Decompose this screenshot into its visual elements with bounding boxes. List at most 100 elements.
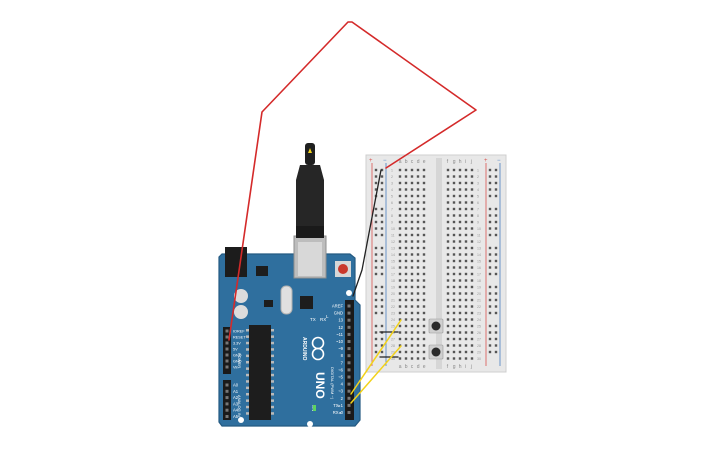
breadboard-hole[interactable] xyxy=(398,311,402,315)
header-hole[interactable] xyxy=(347,318,351,322)
breadboard-hole[interactable] xyxy=(422,233,426,237)
breadboard-hole[interactable] xyxy=(422,220,426,224)
breadboard-hole[interactable] xyxy=(422,253,426,256)
breadboard-hole[interactable] xyxy=(416,175,420,178)
rail-hole[interactable] xyxy=(488,292,492,295)
breadboard-hole[interactable] xyxy=(464,266,468,269)
breadboard-hole[interactable] xyxy=(398,324,402,328)
header-hole[interactable] xyxy=(347,389,351,393)
rail-hole[interactable] xyxy=(374,246,378,250)
rail-hole[interactable] xyxy=(380,214,384,217)
breadboard-hole[interactable] xyxy=(464,175,468,178)
rail-hole[interactable] xyxy=(494,233,498,237)
rail-hole[interactable] xyxy=(494,253,498,256)
breadboard-hole[interactable] xyxy=(416,331,420,334)
breadboard-hole[interactable] xyxy=(422,285,426,289)
breadboard-hole[interactable] xyxy=(398,227,402,230)
breadboard-hole[interactable] xyxy=(464,188,468,191)
breadboard-hole[interactable] xyxy=(398,357,402,360)
rail-hole[interactable] xyxy=(488,331,492,334)
breadboard-hole[interactable] xyxy=(398,350,402,354)
breadboard-hole[interactable] xyxy=(458,266,462,269)
breadboard-hole[interactable] xyxy=(446,201,450,204)
breadboard-hole[interactable] xyxy=(398,344,402,347)
breadboard-hole[interactable] xyxy=(416,357,420,360)
breadboard-hole[interactable] xyxy=(470,253,474,256)
rail-hole[interactable] xyxy=(494,266,498,269)
breadboard-hole[interactable] xyxy=(422,350,426,354)
breadboard-hole[interactable] xyxy=(398,220,402,224)
breadboard-hole[interactable] xyxy=(452,201,456,204)
breadboard-hole[interactable] xyxy=(422,337,426,341)
breadboard-hole[interactable] xyxy=(416,285,420,289)
analog-header[interactable] xyxy=(223,380,231,420)
breadboard-hole[interactable] xyxy=(410,318,414,321)
breadboard-hole[interactable] xyxy=(470,344,474,347)
breadboard-hole[interactable] xyxy=(404,266,408,269)
rail-hole[interactable] xyxy=(488,305,492,308)
breadboard-hole[interactable] xyxy=(410,305,414,308)
breadboard-hole[interactable] xyxy=(404,272,408,276)
pushbutton-cap[interactable] xyxy=(431,347,441,357)
rail-hole[interactable] xyxy=(488,175,492,178)
breadboard-hole[interactable] xyxy=(458,285,462,289)
breadboard-hole[interactable] xyxy=(404,188,408,191)
breadboard-hole[interactable] xyxy=(446,207,450,211)
rail-hole[interactable] xyxy=(494,285,498,289)
breadboard-hole[interactable] xyxy=(398,253,402,256)
header-hole[interactable] xyxy=(225,335,229,339)
breadboard-hole[interactable] xyxy=(470,181,474,185)
breadboard-hole[interactable] xyxy=(404,240,408,243)
rail-hole[interactable] xyxy=(488,253,492,256)
rail-hole[interactable] xyxy=(494,272,498,276)
breadboard-hole[interactable] xyxy=(422,259,426,263)
breadboard-hole[interactable] xyxy=(416,318,420,321)
reset-button[interactable] xyxy=(338,264,348,274)
breadboard-hole[interactable] xyxy=(446,253,450,256)
breadboard-hole[interactable] xyxy=(422,279,426,282)
breadboard-hole[interactable] xyxy=(464,305,468,308)
breadboard-hole[interactable] xyxy=(470,259,474,263)
rail-hole[interactable] xyxy=(488,272,492,276)
rail-hole[interactable] xyxy=(488,324,492,328)
breadboard-hole[interactable] xyxy=(452,175,456,178)
breadboard-hole[interactable] xyxy=(452,266,456,269)
rail-hole[interactable] xyxy=(374,253,378,256)
header-hole[interactable] xyxy=(347,368,351,372)
rail-hole[interactable] xyxy=(380,305,384,308)
breadboard-hole[interactable] xyxy=(422,318,426,321)
breadboard-hole[interactable] xyxy=(446,292,450,295)
breadboard-hole[interactable] xyxy=(452,259,456,263)
breadboard-hole[interactable] xyxy=(470,331,474,334)
rail-hole[interactable] xyxy=(374,272,378,276)
breadboard-hole[interactable] xyxy=(416,272,420,276)
breadboard-hole[interactable] xyxy=(464,220,468,224)
breadboard-hole[interactable] xyxy=(410,350,414,354)
breadboard-hole[interactable] xyxy=(470,279,474,282)
breadboard-hole[interactable] xyxy=(470,285,474,289)
breadboard-hole[interactable] xyxy=(470,227,474,230)
header-hole[interactable] xyxy=(225,353,229,357)
rail-hole[interactable] xyxy=(380,266,384,269)
rail-hole[interactable] xyxy=(494,214,498,217)
breadboard-hole[interactable] xyxy=(464,227,468,230)
breadboard-hole[interactable] xyxy=(422,214,426,217)
rail-hole[interactable] xyxy=(494,337,498,341)
breadboard-hole[interactable] xyxy=(458,337,462,341)
rail-hole[interactable] xyxy=(380,350,384,354)
rail-hole[interactable] xyxy=(380,344,384,347)
breadboard-hole[interactable] xyxy=(410,227,414,230)
breadboard-hole[interactable] xyxy=(410,207,414,211)
breadboard-hole[interactable] xyxy=(464,350,468,354)
breadboard-hole[interactable] xyxy=(464,337,468,341)
breadboard-hole[interactable] xyxy=(470,233,474,237)
breadboard-hole[interactable] xyxy=(464,240,468,243)
breadboard-hole[interactable] xyxy=(464,318,468,321)
breadboard-hole[interactable] xyxy=(464,246,468,250)
breadboard-hole[interactable] xyxy=(464,285,468,289)
breadboard-hole[interactable] xyxy=(404,175,408,178)
rail-hole[interactable] xyxy=(374,181,378,185)
breadboard-hole[interactable] xyxy=(446,181,450,185)
rail-hole[interactable] xyxy=(488,188,492,191)
breadboard-hole[interactable] xyxy=(452,324,456,328)
